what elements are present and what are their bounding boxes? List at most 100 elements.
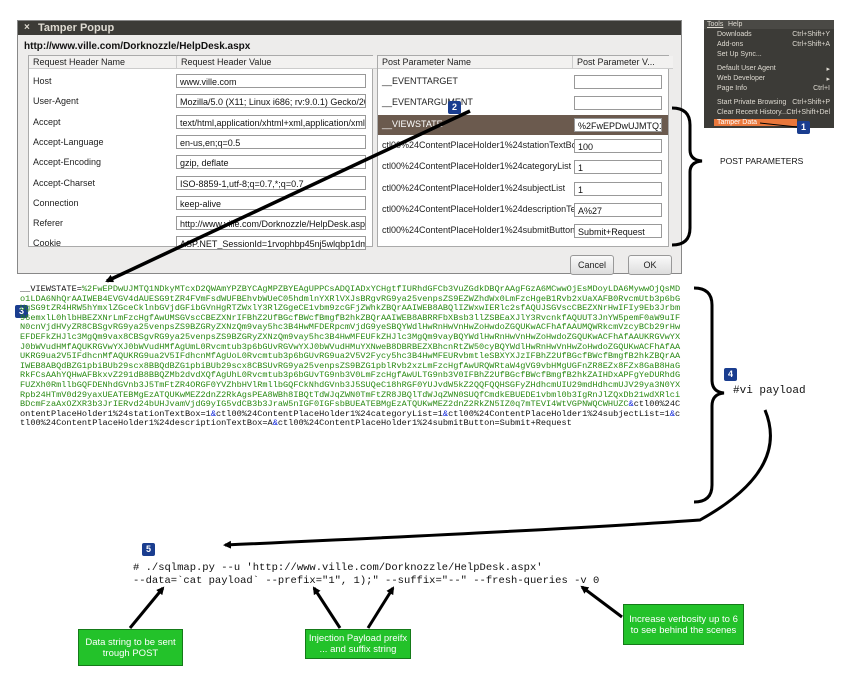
parameter-name: ctl00%24ContentPlaceHolder1%24stationTex… <box>382 139 582 150</box>
step-badge-1: 1 <box>797 121 810 134</box>
payload-param: ctl00%24ContentPlaceHolder1%24subjectLis… <box>448 408 670 419</box>
step-badge-4: 4 <box>724 368 737 381</box>
header-value-field[interactable]: ASP.NET_SessionId=1rvophbp45nj5wlqbp1dmq… <box>176 236 366 251</box>
menu-help[interactable]: Help <box>728 21 743 28</box>
post-parameter-row[interactable]: ctl00%24ContentPlaceHolder1%24categoryLi… <box>378 157 668 177</box>
parameter-value-field[interactable] <box>574 96 662 111</box>
column-header[interactable]: Request Header Name <box>29 56 176 69</box>
payload-ampersand: & <box>628 399 634 410</box>
parameter-name: ctl00%24ContentPlaceHolder1%24submitButt… <box>382 225 576 236</box>
payload-param: ctl00%24ContentPlaceHolder1%24submitButt… <box>277 418 572 429</box>
post-parameter-row[interactable]: ctl00%24ContentPlaceHolder1%24stationTex… <box>378 136 668 156</box>
parameter-name: __EVENTTARGET <box>382 76 458 86</box>
payload-text: __VIEWSTATE=%2FwEPDwUJMTQ1NDkyMTcxD2QWAm… <box>20 284 685 429</box>
menu-item[interactable]: Set Up Sync... <box>717 51 762 58</box>
parameter-value-field[interactable] <box>574 75 662 89</box>
menu-tools[interactable]: Tools <box>707 21 724 28</box>
header-value-field[interactable]: www.ville.com <box>176 74 366 88</box>
payload-ampersand: & <box>272 418 278 429</box>
header-value-field[interactable]: Mozilla/5.0 (X11; Linux i686; rv:9.0.1) … <box>176 94 366 109</box>
menu-pointer <box>759 122 798 128</box>
payload-ampersand: & <box>669 408 676 419</box>
header-value-field[interactable]: gzip, deflate <box>176 155 366 170</box>
header-name: Cookie <box>33 238 62 249</box>
parameter-value-field[interactable]: %2FwEPDwUJMTQ1Ni <box>574 117 662 132</box>
ok-button[interactable]: OK <box>628 255 672 275</box>
post-parameter-row[interactable]: __EVENTARGUMENT <box>378 93 668 113</box>
sqlmap-command-line-2: --data=`cat payload` --prefix="1", 1);" … <box>133 575 600 587</box>
parameter-name: ctl00%24ContentPlaceHolder1%24descriptio… <box>382 203 584 214</box>
menu-shortcut: Ctrl+Shift+P <box>792 99 830 106</box>
close-icon[interactable]: × <box>24 22 30 33</box>
payload-param: ctl00%24ContentPlaceHolder1%24stationTex… <box>20 399 681 419</box>
header-name: Accept <box>33 116 61 127</box>
post-parameters-brace <box>671 106 703 247</box>
header-name: Accept-Charset <box>33 177 96 188</box>
menu-item[interactable]: Default User Agent <box>717 65 776 72</box>
header-value-field[interactable]: ISO-8859-1,utf-8;q=0.7,*;q=0.7 <box>176 175 366 190</box>
menu-item[interactable]: Web Developer <box>717 75 766 82</box>
cancel-button[interactable]: Cancel <box>570 255 614 275</box>
parameter-value-field[interactable]: 1 <box>574 181 662 196</box>
request-header-row[interactable]: Accept-Charset ISO-8859-1,utf-8;q=0.7,*;q… <box>29 174 372 194</box>
header-name: Referer <box>33 218 64 229</box>
parameter-value-field[interactable]: A%27 <box>574 202 662 217</box>
callout-data-string: Data string to be sent trough POST <box>78 629 183 666</box>
menu-shortcut: Ctrl+Shift+Y <box>792 31 830 38</box>
parameter-value-field[interactable]: 1 <box>574 160 662 175</box>
payload-param: ctl00%24ContentPlaceHolder1%24descriptio… <box>20 408 681 429</box>
request-header-row[interactable]: Accept-Encoding gzip, deflate <box>29 153 372 173</box>
column-header[interactable]: Request Header Value <box>176 56 377 69</box>
menu-shortcut: Ctrl+I <box>813 85 830 92</box>
request-headers-table: Request Header Name Request Header Value… <box>28 55 377 251</box>
request-header-row[interactable]: Host www.ville.com <box>29 72 372 92</box>
header-value-field[interactable]: text/html,application/xhtml+xml,applicat… <box>176 114 366 129</box>
request-header-row[interactable]: Accept-Language en-us,en;q=0.5 <box>29 133 372 153</box>
header-name: Accept-Encoding <box>33 157 102 168</box>
request-url: http://www.ville.com/Dorknozzle/HelpDesk… <box>24 41 251 52</box>
menu-item[interactable]: Page Info <box>717 85 747 92</box>
request-header-row[interactable]: Accept text/html,application/xhtml+xml,ap… <box>29 113 372 133</box>
header-name: Accept-Language <box>33 136 104 147</box>
parameter-name: ctl00%24ContentPlaceHolder1%24subjectLis… <box>382 182 566 193</box>
tamper-popup-dialog: × Tamper Popup http://www.ville.com/Dork… <box>17 20 682 275</box>
column-header[interactable]: Post Parameter V... <box>572 56 673 69</box>
parameter-name: __VIEWSTATE <box>382 118 443 129</box>
post-parameters-label: POST PARAMETERS <box>720 156 804 166</box>
parameter-name: ctl00%24ContentPlaceHolder1%24categoryLi… <box>382 161 572 172</box>
vi-payload-command: #vi payload <box>733 385 806 397</box>
parameter-value-field[interactable]: Submit+Request <box>574 224 662 239</box>
column-header[interactable]: Post Parameter Name <box>378 56 572 69</box>
step-badge-5: 5 <box>142 543 155 556</box>
menu-item[interactable]: Downloads <box>717 31 752 38</box>
payload-prefix: __VIEWSTATE= <box>20 284 82 294</box>
header-name: Connection <box>33 197 79 208</box>
menu-shortcut: ▸ <box>826 66 830 73</box>
post-parameter-row[interactable]: ctl00%24ContentPlaceHolder1%24descriptio… <box>378 200 668 220</box>
header-name: Host <box>33 76 52 86</box>
menu-shortcut: ▸ <box>826 76 830 83</box>
menu-shortcut: Ctrl+Shift+Del <box>786 109 830 116</box>
callout-prefix-suffix: Injection Payload preifx ... and suffix … <box>305 629 411 659</box>
post-parameter-row[interactable]: ctl00%24ContentPlaceHolder1%24submitButt… <box>378 221 668 241</box>
menu-item[interactable]: Tamper Data <box>714 119 798 126</box>
menu-item[interactable]: Start Private Browsing <box>717 99 787 106</box>
sqlmap-command-line-1: # ./sqlmap.py --u 'http://www.ville.com/… <box>133 562 543 574</box>
menu-item[interactable]: Clear Recent History... <box>717 109 787 116</box>
callout-verbosity: Increase verbosity up to 6 to see behind… <box>623 604 744 645</box>
post-parameter-row[interactable]: __EVENTTARGET <box>378 72 668 92</box>
post-parameter-row[interactable]: ctl00%24ContentPlaceHolder1%24subjectLis… <box>378 179 668 199</box>
header-value-field[interactable]: en-us,en;q=0.5 <box>176 134 366 149</box>
menu-shortcut: Ctrl+Shift+A <box>792 41 830 48</box>
parameter-value-field[interactable]: 100 <box>574 138 662 153</box>
payload-brace <box>693 286 725 504</box>
menu-bar: Tools Help <box>704 20 834 29</box>
post-parameters-table: Post Parameter Name Post Parameter V... … <box>377 55 673 247</box>
step-badge-2: 2 <box>448 101 461 114</box>
request-header-row[interactable]: Cookie ASP.NET_SessionId=1rvophbp45nj5wlq… <box>29 234 372 254</box>
menu-item[interactable]: Add-ons <box>717 41 744 48</box>
step-badge-3: 3 <box>15 305 28 318</box>
